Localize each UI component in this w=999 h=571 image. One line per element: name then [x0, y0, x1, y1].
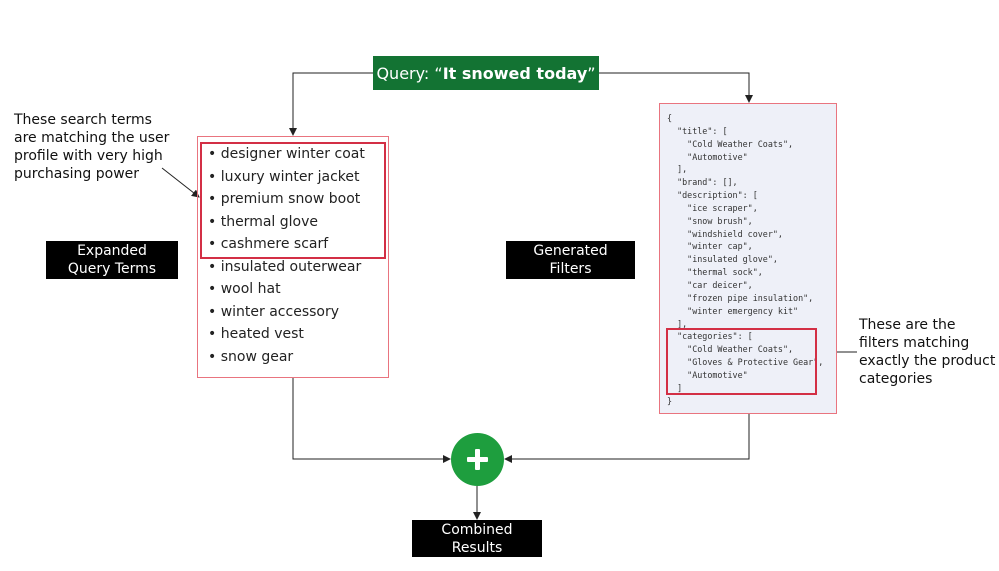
query-box: Query: “It snowed today”	[373, 56, 599, 90]
pointer-left-note	[161, 167, 200, 198]
query-suffix: ”	[587, 63, 596, 83]
generated-filters-box	[659, 103, 837, 414]
left-note-line: These search terms	[14, 112, 152, 128]
combined-results-label-line2: Results	[451, 539, 503, 556]
term-item: • insulated outerwear	[208, 258, 362, 275]
left-note-line: are matching the user	[14, 130, 170, 146]
combined-results-label: Combined Results	[412, 520, 542, 557]
term-item: • winter accessory	[208, 303, 340, 320]
left-note-line: purchasing power	[14, 166, 140, 182]
expanded-terms-label: Expanded Query Terms	[46, 241, 178, 279]
term-item: • heated vest	[208, 326, 304, 342]
expanded-terms-label-line1: Expanded	[77, 243, 147, 259]
arrow-query-to-filters	[599, 72, 753, 103]
right-note: These are the filters matching exactly t…	[859, 316, 999, 388]
arrow-terms-to-plus	[292, 378, 451, 463]
combined-results-label-line1: Combined	[441, 521, 513, 538]
query-text: It snowed today	[442, 63, 588, 83]
right-note-line: filters matching	[859, 335, 970, 351]
plus-icon	[451, 433, 504, 486]
term-item: • thermal glove	[208, 213, 318, 230]
arrow-query-to-terms	[289, 72, 373, 136]
terms-highlight-frame	[200, 142, 386, 259]
term-item: • snow gear	[208, 348, 294, 365]
term-item: • luxury winter jacket	[208, 168, 360, 185]
right-note-line: These are the	[859, 317, 956, 333]
expanded-terms-box	[197, 136, 389, 378]
right-note-line: exactly the product	[859, 353, 996, 369]
left-note: These search terms are matching the user…	[14, 111, 184, 183]
query-prefix: Query: “	[376, 63, 443, 83]
left-note-line: profile with very high	[14, 148, 163, 164]
generated-filters-label: Generated Filters	[506, 241, 635, 279]
term-item: • wool hat	[208, 281, 281, 297]
right-note-line: categories	[859, 371, 933, 387]
filters-json: { "title": [ "Cold Weather Coats", "Auto…	[667, 113, 824, 406]
expanded-terms-label-line2: Query Terms	[67, 261, 157, 277]
categories-highlight-frame	[666, 328, 817, 395]
term-item: • cashmere scarf	[208, 236, 329, 252]
term-item: • premium snow boot	[208, 191, 361, 207]
generated-filters-label-line2: Filters	[549, 261, 592, 277]
arrow-filters-to-plus	[504, 414, 750, 463]
term-item: • designer winter coat	[208, 146, 365, 162]
expanded-terms-list: • designer winter coat • luxury winter j…	[208, 143, 365, 368]
generated-filters-label-line1: Generated	[533, 243, 608, 259]
